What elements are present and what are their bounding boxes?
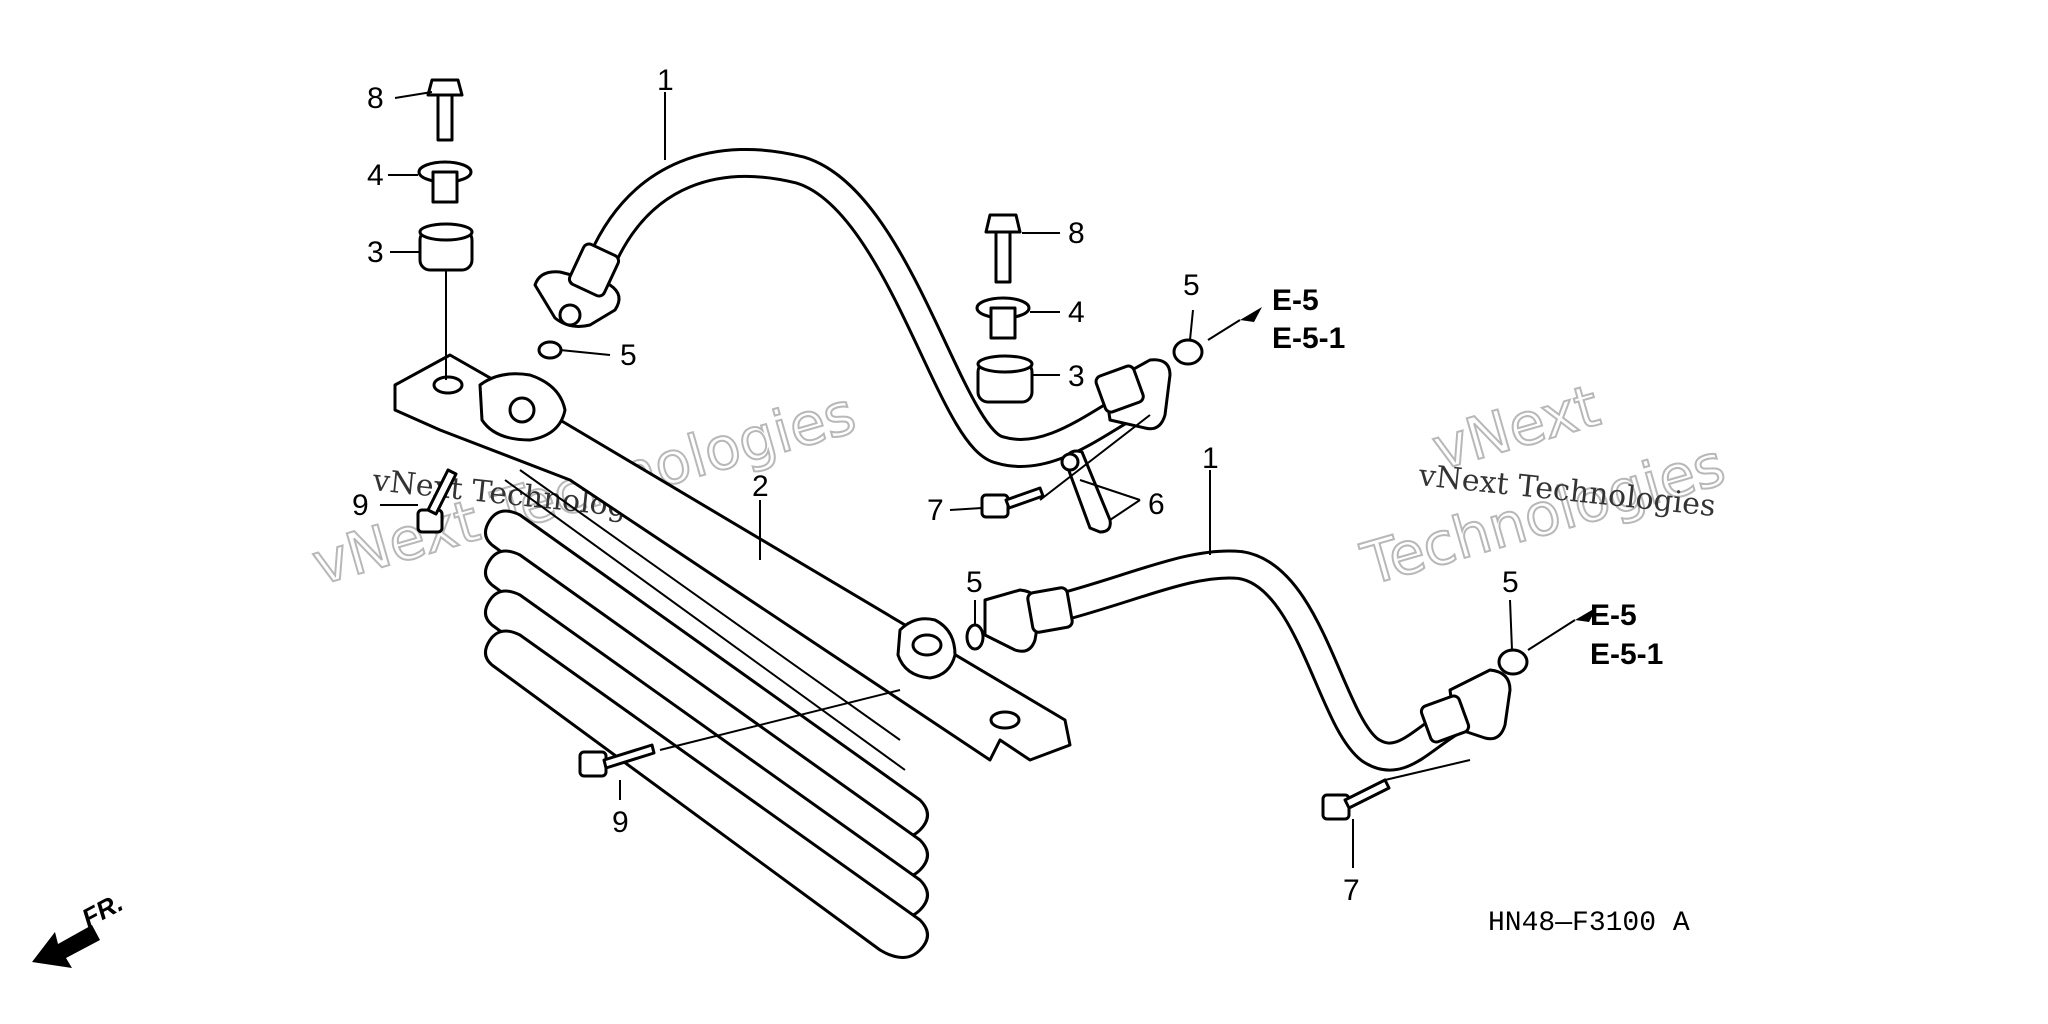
lower-oil-hose [983, 549, 1512, 772]
callout-8-left: 8 [367, 82, 384, 115]
callout-9-left: 9 [352, 489, 369, 522]
collar-4-left [417, 160, 473, 204]
ref-lower-e5: E-5 [1590, 599, 1637, 632]
arrow-upper-ref [1240, 307, 1262, 322]
grommet-3-right [976, 354, 1034, 404]
oil-cooler-assembly [393, 353, 1072, 959]
cooler-tubes [484, 469, 929, 959]
callout-7-upper: 7 [927, 494, 944, 527]
bolt-8-right [984, 213, 1022, 284]
bolt-7-upper [980, 486, 1045, 519]
bracket-hole-right [989, 710, 1021, 730]
ref-upper-e5: E-5 [1272, 284, 1319, 317]
front-label: FR. [77, 887, 128, 933]
arrow-lower-ref [1575, 607, 1597, 622]
front-direction-indicator: FR. [32, 887, 128, 968]
bolt-9-left [416, 468, 458, 534]
callout-7-lower: 7 [1343, 874, 1360, 907]
callout-5-left: 5 [620, 339, 637, 372]
front-arrow-icon [32, 925, 100, 968]
callout-5-lower-right: 5 [1502, 566, 1519, 599]
grommet-3-left [418, 222, 474, 272]
diagram-code: HN48—F3100 A [1488, 908, 1690, 939]
bolt-7-lower [1321, 778, 1391, 821]
callout-9-bottom: 9 [612, 806, 629, 839]
callout-8-right: 8 [1068, 217, 1085, 250]
callout-2: 2 [752, 470, 769, 503]
bolt-8-left [426, 78, 464, 142]
callout-5-lower-left: 5 [966, 566, 983, 599]
callout-1-upper: 1 [657, 64, 674, 97]
o-ring-5-upper-right [1172, 338, 1204, 366]
o-ring-5-upper-left [537, 340, 563, 360]
callout-6: 6 [1148, 488, 1165, 521]
callout-4-right: 4 [1068, 296, 1085, 329]
callout-4-left: 4 [367, 159, 384, 192]
o-ring-5-lower-right [1497, 648, 1529, 676]
callout-1-lower: 1 [1202, 442, 1219, 475]
callout-3-left: 3 [367, 236, 384, 269]
bracket-hole-left [432, 375, 464, 395]
upper-oil-hose [533, 147, 1172, 468]
callout-5-upper-right: 5 [1183, 269, 1200, 302]
callout-numbers: 1 1 2 3 3 4 4 5 5 5 5 6 7 7 8 8 9 9 [352, 64, 1519, 907]
lower-hose-flange-left [983, 588, 1042, 653]
callout-3-right: 3 [1068, 360, 1085, 393]
ref-lower-e5-1: E-5-1 [1590, 638, 1663, 671]
watermark-right: vNext Technologies vNext Technologies [1353, 370, 1733, 599]
ref-upper-e5-1: E-5-1 [1272, 322, 1345, 355]
reference-labels: E-5 E-5-1 E-5 E-5-1 [1272, 284, 1663, 671]
collar-4-right [975, 296, 1031, 340]
o-ring-5-lower-left [965, 623, 985, 651]
bolt-9-bottom [578, 743, 656, 778]
leader-lines [380, 91, 1576, 868]
